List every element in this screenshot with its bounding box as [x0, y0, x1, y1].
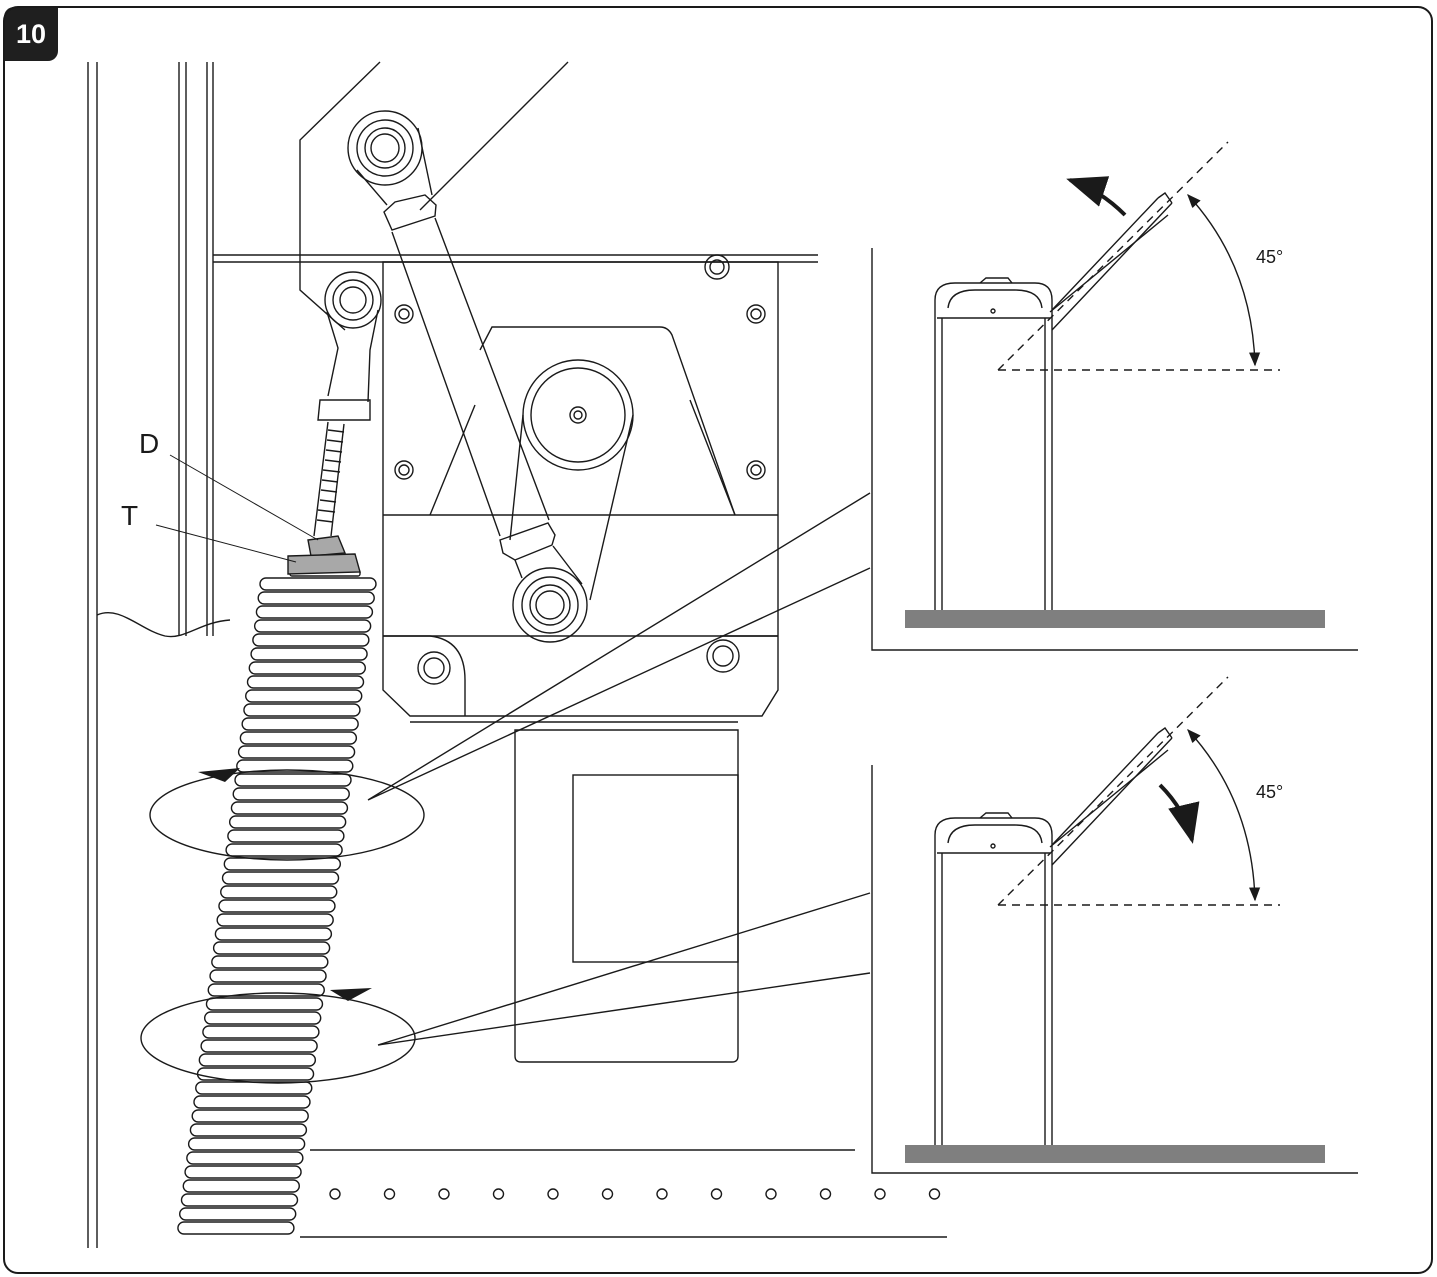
rail-hole [710, 1188, 723, 1200]
spring-coil [248, 661, 366, 675]
spring-coil [207, 983, 325, 997]
spring-coil [205, 997, 324, 1011]
label-t: T [121, 500, 138, 531]
threaded-shaft [313, 421, 345, 537]
ground-top [905, 610, 1325, 628]
nut-t [287, 553, 361, 575]
rail-hole [601, 1188, 614, 1200]
gearbox-plate [382, 261, 779, 717]
spring-coil [186, 1151, 304, 1165]
connecting-rod [347, 110, 588, 643]
rotation-ellipse-upper [149, 769, 425, 861]
spring-coil [216, 913, 334, 927]
spring-coil [212, 941, 331, 955]
spring-coil [255, 605, 374, 619]
rotation-arrow-lower-icon [330, 988, 372, 1001]
spring-coil [250, 647, 368, 661]
spring-coil [195, 1081, 313, 1095]
leader-line-t [155, 524, 297, 563]
spring-coil [182, 1179, 300, 1193]
rail-hole [656, 1188, 668, 1200]
spring-coil [223, 857, 342, 871]
spring-coil [234, 773, 352, 787]
spring-coil [257, 591, 375, 605]
rod-end-joint [317, 271, 382, 421]
rail-hole [874, 1188, 886, 1200]
spring-coil [187, 1137, 306, 1151]
rail-hole [547, 1188, 559, 1200]
rail-hole [765, 1188, 777, 1200]
label-d: D [139, 428, 159, 459]
rail-hole [383, 1188, 396, 1200]
spring-coil [227, 829, 345, 843]
spring-coil [202, 1025, 320, 1039]
vertical-frame-rails [87, 62, 231, 1248]
spring-coil [241, 717, 359, 731]
spring-coil [253, 619, 372, 633]
mounting-screws [394, 254, 766, 685]
angle-label-top: 45° [1256, 247, 1283, 267]
rail-hole [928, 1188, 941, 1200]
rotation-ellipse-lower [140, 992, 416, 1084]
spring-coil [198, 1053, 317, 1067]
motor-housing [514, 729, 739, 1063]
spring-coil [203, 1011, 322, 1025]
callout-lines [367, 492, 871, 1046]
spring-coil [230, 801, 349, 815]
spring-coil [259, 577, 377, 591]
rail-hole [492, 1188, 505, 1200]
spring-coil [179, 1207, 297, 1221]
barrier-view-top [871, 141, 1358, 651]
figure-number-badge: 10 [4, 7, 58, 61]
upper-bracket-plate [299, 61, 569, 331]
spring-coil [232, 787, 350, 801]
spring-coil [180, 1193, 299, 1207]
spring-coil [200, 1039, 318, 1053]
spring-coil [214, 927, 333, 941]
spring-coil [245, 689, 363, 703]
rotation-arrow-upper-icon [198, 768, 240, 782]
spring-coil [211, 955, 329, 969]
compression-spring [177, 569, 377, 1235]
rail-hole [438, 1188, 450, 1200]
spring-coil [239, 731, 358, 745]
spring-coil [220, 885, 338, 899]
spring-coil [246, 675, 365, 689]
leader-line-d [169, 454, 319, 541]
spring-coil [218, 899, 336, 913]
spring-coil [243, 703, 361, 717]
figure-border [3, 6, 1433, 1274]
nut-d [307, 535, 347, 557]
mechanism-assembly [87, 61, 947, 1248]
spring-coil [209, 969, 327, 983]
barrier-view-bottom [871, 676, 1358, 1174]
rail-hole [819, 1188, 832, 1200]
rail-holes [329, 1188, 941, 1200]
spring-coil [237, 745, 356, 759]
spring-coil [228, 815, 347, 829]
spring-coil [177, 1221, 295, 1235]
spring-coil [225, 843, 343, 857]
ground-bottom [905, 1145, 1325, 1163]
spring-coil [189, 1123, 308, 1137]
spring-coil [193, 1095, 311, 1109]
spring-coil [236, 759, 354, 773]
figure-number: 10 [15, 18, 47, 49]
rail-hole [329, 1188, 341, 1200]
spring-coil [221, 871, 340, 885]
spring-coil [252, 633, 370, 647]
angle-label-bottom: 45° [1256, 782, 1283, 802]
spring-coil [184, 1165, 302, 1179]
spring-coil [191, 1109, 309, 1123]
central-pulley [509, 359, 634, 601]
